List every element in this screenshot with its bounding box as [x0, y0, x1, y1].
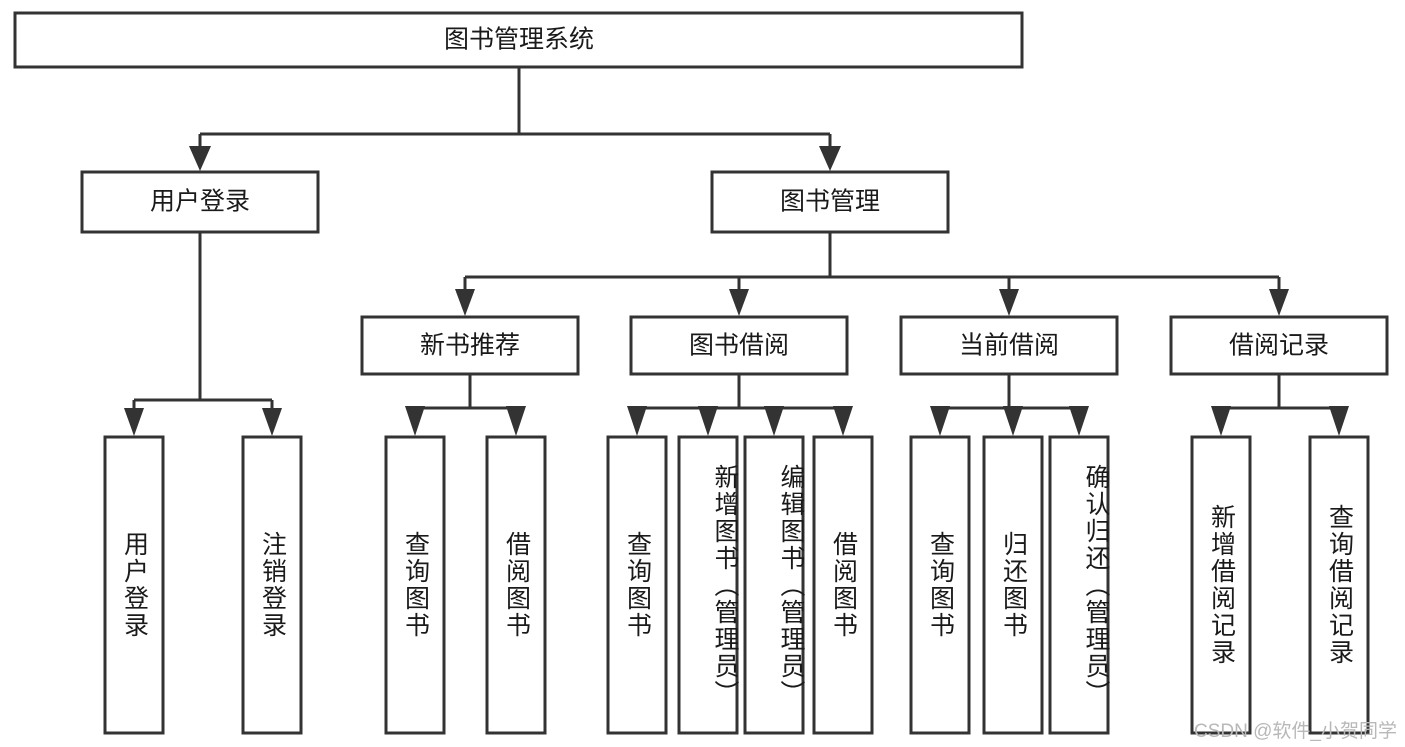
node-book-manage[interactable]: 图书管理: [710, 170, 950, 234]
arrow-to-leaf-query-book-borrow: [627, 406, 647, 436]
node-book-borrow[interactable]: 图书借阅: [629, 315, 849, 376]
arrow-to-leaf-query-book-recommend: [405, 406, 425, 436]
leaf-box-query-borrow-record[interactable]: [1308, 435, 1370, 735]
connector-group-root: [189, 67, 841, 171]
node-borrow-record[interactable]: 借阅记录: [1169, 315, 1389, 376]
arrow-to-current-borrow: [999, 289, 1019, 316]
arrow-to-leaf-user-login: [124, 408, 144, 436]
node-current-borrow-label: 当前借阅: [959, 332, 1059, 360]
leaf-box-add-borrow-record[interactable]: [1190, 435, 1252, 735]
leaf-box-borrow-book-recommend[interactable]: [485, 435, 547, 735]
node-user-login[interactable]: 用户登录: [80, 170, 320, 234]
node-book-manage-box[interactable]: [710, 170, 950, 234]
node-root-label: 图书管理系统: [444, 26, 594, 54]
arrow-to-leaf-query-book-current: [930, 406, 950, 436]
arrow-to-leaf-borrow-book: [833, 406, 853, 436]
arrow-to-leaf-borrow-book-recommend: [506, 406, 526, 436]
connector-group-borrow-record: [1211, 374, 1349, 436]
leaf-boxes: [103, 435, 1370, 735]
arrow-to-leaf-add-borrow-record: [1211, 406, 1231, 436]
connector-group-new-book-recommend: [405, 374, 526, 436]
leaf-box-add-book-admin[interactable]: [677, 435, 739, 735]
leaf-box-logout[interactable]: [241, 435, 303, 735]
node-new-book-recommend-box[interactable]: [360, 315, 580, 376]
arrow-to-borrow-record: [1269, 289, 1289, 316]
leaf-box-query-book-recommend[interactable]: [384, 435, 446, 735]
node-book-borrow-box[interactable]: [629, 315, 849, 376]
connector-group-book-borrow: [627, 374, 853, 436]
leaf-box-edit-book-admin[interactable]: [743, 435, 805, 735]
arrow-to-leaf-query-borrow-record: [1329, 406, 1349, 436]
node-user-login-label: 用户登录: [150, 188, 250, 216]
arrow-to-book-borrow: [729, 289, 749, 316]
leaf-box-return-book[interactable]: [982, 435, 1044, 735]
arrow-to-leaf-confirm-return-admin: [1069, 406, 1089, 436]
node-borrow-record-label: 借阅记录: [1229, 332, 1329, 360]
leaf-box-user-login[interactable]: [103, 435, 165, 735]
node-borrow-record-box[interactable]: [1169, 315, 1389, 376]
connector-group-current-borrow: [930, 374, 1089, 436]
node-new-book-recommend[interactable]: 新书推荐: [360, 315, 580, 376]
arrow-to-leaf-edit-book-admin: [764, 406, 784, 436]
leaf-box-confirm-return-admin[interactable]: [1048, 435, 1110, 735]
node-root[interactable]: 图书管理系统: [13, 11, 1024, 69]
node-root-box[interactable]: [13, 11, 1024, 69]
leaf-box-query-book-borrow[interactable]: [606, 435, 668, 735]
node-current-borrow-box[interactable]: [899, 315, 1119, 376]
node-book-borrow-label: 图书借阅: [689, 332, 789, 360]
node-new-book-recommend-label: 新书推荐: [420, 332, 520, 360]
node-user-login-box[interactable]: [80, 170, 320, 234]
node-current-borrow[interactable]: 当前借阅: [899, 315, 1119, 376]
arrow-to-leaf-add-book-admin: [698, 406, 718, 436]
connector-group-book-manage: [455, 232, 1289, 316]
arrow-root-to-user-login: [189, 146, 211, 171]
csdn-watermark: CSDN @软件_小贺同学: [1194, 721, 1397, 742]
leaf-box-borrow-book[interactable]: [812, 435, 874, 735]
node-book-manage-label: 图书管理: [780, 188, 880, 216]
leaf-box-query-book-current[interactable]: [909, 435, 971, 735]
arrow-to-leaf-logout: [262, 408, 282, 436]
arrow-root-to-book-manage: [819, 146, 841, 171]
connector-group-user-login: [124, 232, 282, 436]
arrow-to-leaf-return-book: [1003, 406, 1023, 436]
arrow-to-new-book-recommend: [455, 289, 475, 316]
